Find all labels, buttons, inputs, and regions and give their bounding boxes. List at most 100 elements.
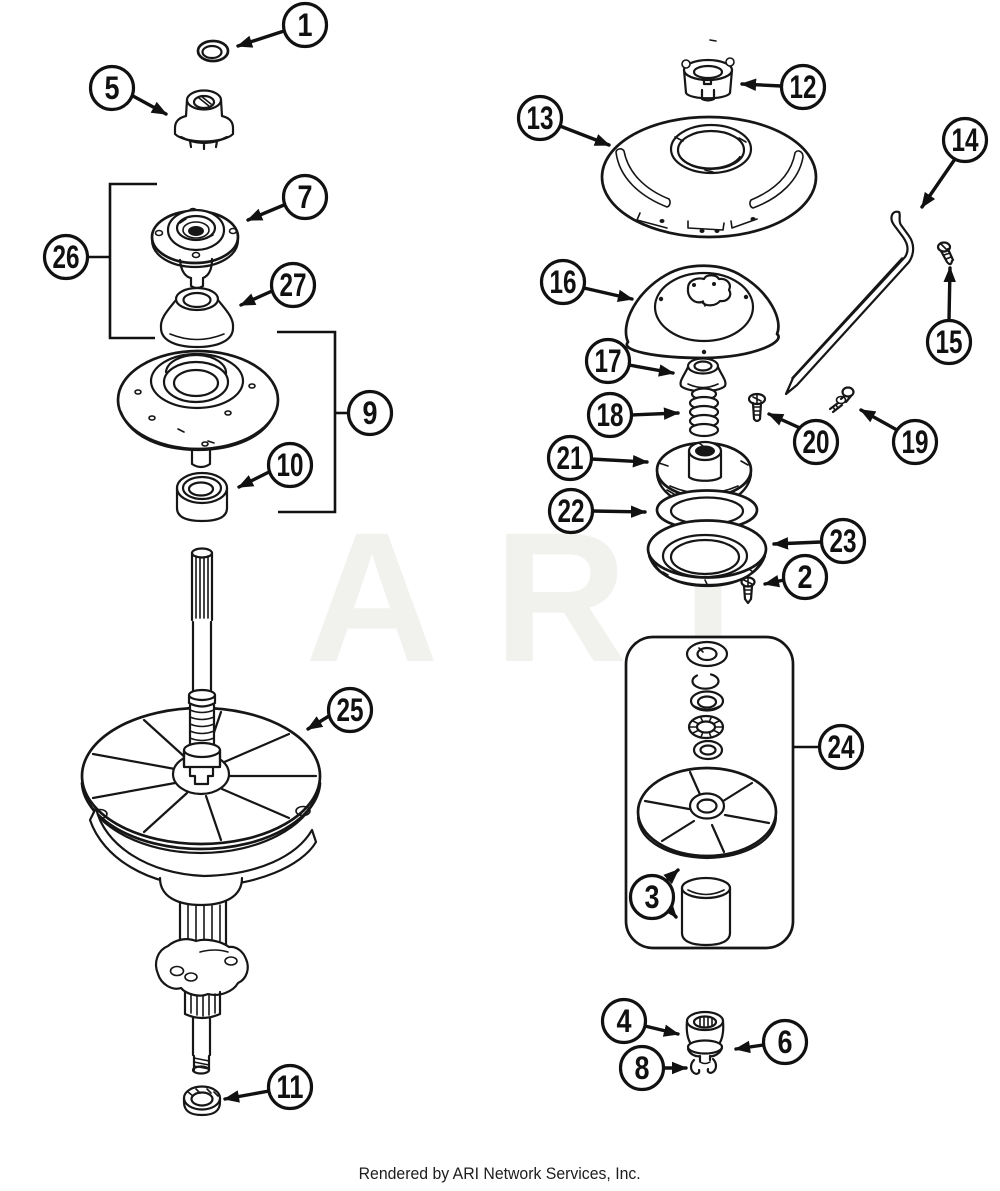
callout-5-label: 5 bbox=[105, 70, 120, 106]
callout-23-arrow bbox=[772, 537, 823, 550]
part-2-screw bbox=[740, 576, 756, 605]
callout-11-arrow bbox=[223, 1089, 271, 1103]
callout-17-label: 17 bbox=[595, 343, 622, 379]
callout-13[interactable]: 13 bbox=[516, 94, 564, 142]
callout-22-arrow bbox=[590, 505, 647, 518]
callout-10-arrow bbox=[237, 470, 271, 489]
callout-14[interactable]: 14 bbox=[941, 116, 989, 164]
callout-18-label: 18 bbox=[597, 397, 624, 433]
callout-13-label: 13 bbox=[527, 100, 554, 136]
callout-3[interactable]: 3 bbox=[628, 873, 676, 921]
callout-21-label: 21 bbox=[557, 440, 584, 476]
callout-17[interactable]: 17 bbox=[584, 337, 632, 385]
callout-6[interactable]: 6 bbox=[761, 1018, 809, 1066]
callout-4[interactable]: 4 bbox=[600, 997, 648, 1045]
callout-2-label: 2 bbox=[798, 559, 813, 595]
callout-19[interactable]: 19 bbox=[891, 418, 939, 466]
part-10-bearing bbox=[175, 471, 229, 523]
callout-12[interactable]: 12 bbox=[779, 63, 827, 111]
callout-1[interactable]: 1 bbox=[281, 1, 329, 49]
callout-3-label: 3 bbox=[645, 879, 660, 915]
callout-24-label: 24 bbox=[828, 729, 855, 765]
callout-1-arrow bbox=[236, 29, 286, 48]
part-25-transmission bbox=[80, 547, 322, 1075]
callout-12-arrow bbox=[740, 78, 783, 91]
bracket-26 bbox=[88, 182, 157, 340]
callout-18-arrow bbox=[629, 407, 680, 420]
part-14-brace bbox=[784, 210, 915, 396]
bracket-9 bbox=[277, 330, 349, 514]
callout-10-label: 10 bbox=[277, 447, 304, 483]
part-9-flange-bearing bbox=[116, 349, 280, 469]
callout-14-label: 14 bbox=[952, 122, 979, 158]
part-12-collar bbox=[681, 39, 735, 102]
footer-credit: Rendered by ARI Network Services, Inc. bbox=[0, 1164, 1000, 1184]
part-7-bearing-hub bbox=[150, 207, 240, 290]
callout-19-arrow bbox=[859, 408, 899, 432]
part-24-spacer bbox=[680, 876, 732, 947]
callout-17-arrow bbox=[627, 363, 675, 377]
callout-9[interactable]: 9 bbox=[346, 389, 394, 437]
callout-13-arrow bbox=[558, 124, 611, 147]
callout-8[interactable]: 8 bbox=[618, 1044, 666, 1092]
callout-18[interactable]: 18 bbox=[586, 391, 634, 439]
part-17-bushing bbox=[679, 357, 727, 393]
callout-22-label: 22 bbox=[558, 493, 585, 529]
callout-9-label: 9 bbox=[363, 395, 378, 431]
callout-25[interactable]: 25 bbox=[326, 686, 374, 734]
callout-8-label: 8 bbox=[635, 1050, 650, 1086]
callout-21[interactable]: 21 bbox=[546, 434, 594, 482]
callout-19-label: 19 bbox=[902, 424, 929, 460]
part-27-seal bbox=[159, 286, 235, 349]
callout-2-arrow bbox=[763, 574, 786, 588]
callout-24[interactable]: 24 bbox=[817, 723, 865, 771]
callout-16-arrow bbox=[582, 286, 634, 302]
callout-12-label: 12 bbox=[790, 69, 817, 105]
callout-15[interactable]: 15 bbox=[925, 318, 973, 366]
callout-2[interactable]: 2 bbox=[781, 553, 829, 601]
callout-11-label: 11 bbox=[277, 1069, 304, 1105]
part-18-spring bbox=[688, 387, 720, 438]
callout-20[interactable]: 20 bbox=[792, 418, 840, 466]
footer-credit-text: Rendered by ARI Network Services, Inc. bbox=[358, 1164, 642, 1183]
callout-7-arrow bbox=[246, 203, 286, 222]
callout-4-arrow bbox=[643, 1024, 680, 1037]
part-1-oring bbox=[196, 39, 230, 63]
callout-5-arrow bbox=[131, 94, 168, 116]
callout-16[interactable]: 16 bbox=[539, 258, 587, 306]
part-24-lock-washer bbox=[687, 714, 725, 740]
callout-26-label: 26 bbox=[53, 239, 80, 275]
callout-26[interactable]: 26 bbox=[42, 233, 90, 281]
part-20-screw bbox=[747, 392, 767, 423]
part-15-screw bbox=[936, 241, 955, 266]
part-13-cover bbox=[600, 115, 818, 239]
callout-4-label: 4 bbox=[617, 1003, 632, 1039]
callout-10[interactable]: 10 bbox=[266, 441, 314, 489]
callout-7[interactable]: 7 bbox=[281, 173, 329, 221]
part-24-oring bbox=[692, 739, 724, 761]
callout-15-label: 15 bbox=[936, 324, 963, 360]
part-19-stud bbox=[828, 386, 855, 414]
part-24-snap-ring bbox=[691, 673, 720, 690]
callout-5[interactable]: 5 bbox=[88, 64, 136, 112]
callout-25-label: 25 bbox=[337, 692, 364, 728]
callout-11[interactable]: 11 bbox=[266, 1063, 314, 1111]
part-5-bushing bbox=[173, 89, 235, 151]
part-23-ring bbox=[646, 519, 768, 588]
callout-22[interactable]: 22 bbox=[547, 487, 595, 535]
callout-3-arrow-a bbox=[663, 868, 680, 885]
callout-1-label: 1 bbox=[298, 7, 313, 43]
callout-21-arrow bbox=[589, 454, 649, 468]
callout-23[interactable]: 23 bbox=[819, 517, 867, 565]
part-11-seal bbox=[182, 1085, 222, 1117]
callout-27-label: 27 bbox=[280, 267, 307, 303]
callout-16-label: 16 bbox=[550, 264, 577, 300]
callout-27[interactable]: 27 bbox=[269, 261, 317, 309]
part-24-washer-b bbox=[689, 690, 725, 712]
callout-27-arrow bbox=[239, 289, 274, 307]
callout-20-arrow bbox=[767, 412, 802, 430]
callout-arrows bbox=[131, 29, 957, 1103]
part-24-pulley bbox=[636, 766, 778, 860]
